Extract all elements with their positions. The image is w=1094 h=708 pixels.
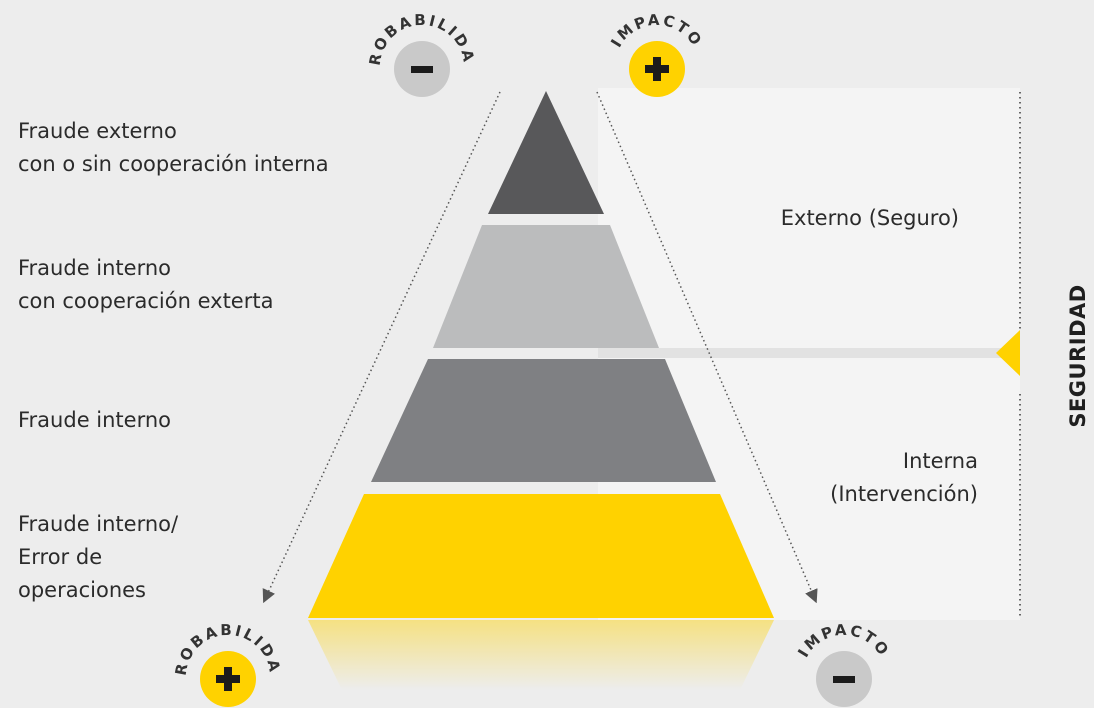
indicator-bottom-right: IMPACTO [794,621,891,707]
level-label-line: Fraude interno [18,408,172,432]
pyramid-level-1 [488,91,604,214]
impact-arrow [596,91,818,604]
minus-icon [833,676,855,683]
level-label-line: con cooperación exterta [18,289,274,313]
level-label-2: Fraude interno con cooperación exterta [18,252,273,318]
level-label-3: Fraude interno [18,404,171,437]
plus-icon [645,57,669,81]
level-label-line: Fraude externo [18,119,177,143]
minus-icon [411,66,433,73]
level-label-line: Fraude interno/ [18,512,179,536]
pyramid-level-2 [433,225,659,348]
level-label-line: con o sin cooperación interna [18,152,329,176]
level-label-4: Fraude interno/ Error de operaciones [18,508,178,607]
zone-label-external: Externo (Seguro) [781,202,959,235]
level-label-line: operaciones [18,578,146,602]
divider-pointer-icon [996,330,1020,376]
plus-icon [216,667,240,691]
zone-label-line: Externo (Seguro) [780,206,959,230]
indicator-top-right: IMPACTO [607,11,704,97]
zone-divider-bar [598,348,1020,358]
zone-label-internal: Interna (Intervención) [830,445,978,511]
zone-label-line: (Intervención) [830,482,978,506]
level-label-line: Fraude interno [18,256,172,280]
security-side-label: SEGURIDAD [1066,284,1090,428]
probability-arrow [262,91,501,604]
zone-label-line: Interna [902,449,978,473]
pyramid-level-3 [371,359,716,482]
pyramid-level-4 [308,494,774,618]
level-label-1: Fraude externo con o sin cooperación int… [18,115,329,181]
indicator-top-left: PROBABILIDAD [0,0,476,97]
level-label-line: Error de [18,545,103,569]
pyramid-reflection [308,620,774,690]
